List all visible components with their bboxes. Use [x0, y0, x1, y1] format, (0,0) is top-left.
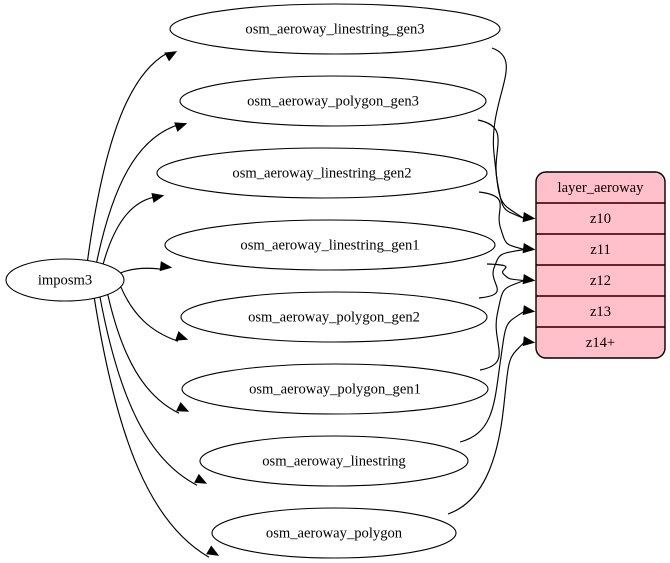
edge-imposm3-to-n3 [102, 196, 155, 265]
table-node-layer-aeroway[interactable]: layer_aeroway z10 z11 z12 z13 z14+ [535, 171, 666, 359]
edge-imposm3-to-n1 [86, 52, 168, 261]
node-osm_aeroway_linestring_gen3[interactable]: osm_aeroway_linestring_gen3 [169, 3, 501, 55]
arrowhead-imposm3-to-n6 [176, 402, 190, 412]
edge-n5-to-z11 [478, 248, 525, 299]
edge-n1-to-z10 [491, 47, 525, 219]
arrowhead-imposm3-to-n5 [175, 331, 189, 341]
imposm3-label: imposm3 [38, 272, 92, 288]
edge-imposm3-to-n5 [120, 286, 179, 342]
osm_aeroway_linestring_gen1-ellipse[interactable] [164, 219, 496, 271]
osm_aeroway_polygon-ellipse[interactable] [211, 507, 457, 559]
arrowhead-n6-to-z12 [522, 274, 536, 285]
edge-n8-to-z14+ [447, 342, 525, 515]
table-row-z12[interactable]: z12 [590, 273, 611, 289]
table-header-label: layer_aeroway [558, 180, 645, 196]
edge-n6-to-z12 [479, 279, 525, 371]
edge-layer [86, 47, 536, 558]
osm_aeroway_linestring_gen3-label: osm_aeroway_linestring_gen3 [245, 21, 424, 37]
node-osm_aeroway_linestring_gen1[interactable]: osm_aeroway_linestring_gen1 [164, 219, 496, 271]
edge-imposm3-to-n6 [107, 294, 180, 414]
edge-imposm3-to-n2 [96, 124, 178, 263]
node-osm_aeroway_polygon_gen2[interactable]: osm_aeroway_polygon_gen2 [180, 291, 488, 343]
arrowhead-imposm3-to-n4 [159, 261, 173, 272]
edge-n3-to-z11 [478, 191, 525, 251]
arrowhead-imposm3-to-n7 [194, 473, 208, 484]
osm_aeroway_polygon_gen3-label: osm_aeroway_polygon_gen3 [247, 93, 419, 109]
osm_aeroway_linestring-ellipse[interactable] [199, 435, 469, 487]
edge-n4-to-z12 [486, 263, 525, 282]
table-row-z11[interactable]: z11 [590, 242, 611, 258]
osm_aeroway_linestring_gen1-label: osm_aeroway_linestring_gen1 [240, 237, 419, 253]
osm_aeroway_polygon_gen2-label: osm_aeroway_polygon_gen2 [248, 309, 420, 325]
arrowhead-n7-to-z13 [522, 305, 536, 316]
arrowhead-imposm3-to-n1 [164, 51, 178, 62]
arrowhead-imposm3-to-n2 [174, 122, 188, 132]
arrowhead-imposm3-to-n3 [151, 192, 165, 203]
table-row-z14+[interactable]: z14+ [586, 335, 615, 351]
arrowhead-n8-to-z14+ [522, 336, 536, 347]
node-imposm3[interactable]: imposm3 [5, 258, 125, 302]
table-outline [535, 171, 666, 359]
arrowhead-n2-to-z10 [522, 212, 536, 223]
osm_aeroway_linestring-label: osm_aeroway_linestring [262, 453, 406, 469]
node-osm_aeroway_polygon_gen1[interactable]: osm_aeroway_polygon_gen1 [181, 363, 489, 415]
osm_aeroway_polygon_gen3-ellipse[interactable] [179, 75, 487, 127]
osm_aeroway_polygon-label: osm_aeroway_polygon [266, 525, 403, 541]
osm_aeroway_linestring_gen2-ellipse[interactable] [156, 147, 488, 199]
node-osm_aeroway_linestring_gen2[interactable]: osm_aeroway_linestring_gen2 [156, 147, 488, 199]
arrowhead-n5-to-z11 [522, 243, 536, 254]
node-osm_aeroway_polygon_gen3[interactable]: osm_aeroway_polygon_gen3 [179, 75, 487, 127]
edge-n7-to-z13 [459, 311, 525, 443]
edge-n2-to-z10 [477, 119, 525, 220]
osm_aeroway_polygon_gen2-ellipse[interactable] [180, 291, 488, 343]
edge-imposm3-to-n7 [99, 296, 198, 486]
osm_aeroway_polygon_gen1-ellipse[interactable] [181, 363, 489, 415]
arrowhead-imposm3-to-n8 [206, 545, 220, 556]
edge-imposm3-to-n4 [119, 267, 163, 274]
node-osm_aeroway_polygon[interactable]: osm_aeroway_polygon [211, 507, 457, 559]
imposm3-ellipse[interactable] [5, 258, 125, 302]
osm_aeroway_linestring_gen2-label: osm_aeroway_linestring_gen2 [232, 165, 411, 181]
table-row-z13[interactable]: z13 [590, 304, 611, 320]
node-osm_aeroway_linestring[interactable]: osm_aeroway_linestring [199, 435, 469, 487]
edge-imposm3-to-n8 [93, 297, 210, 558]
osm_aeroway_linestring_gen3-ellipse[interactable] [169, 3, 501, 55]
table-row-z10[interactable]: z10 [590, 211, 611, 227]
osm_aeroway_polygon_gen1-label: osm_aeroway_polygon_gen1 [249, 381, 421, 397]
node-layer: imposm3 osm_aeroway_linestring_gen3 osm_ae… [5, 3, 666, 559]
